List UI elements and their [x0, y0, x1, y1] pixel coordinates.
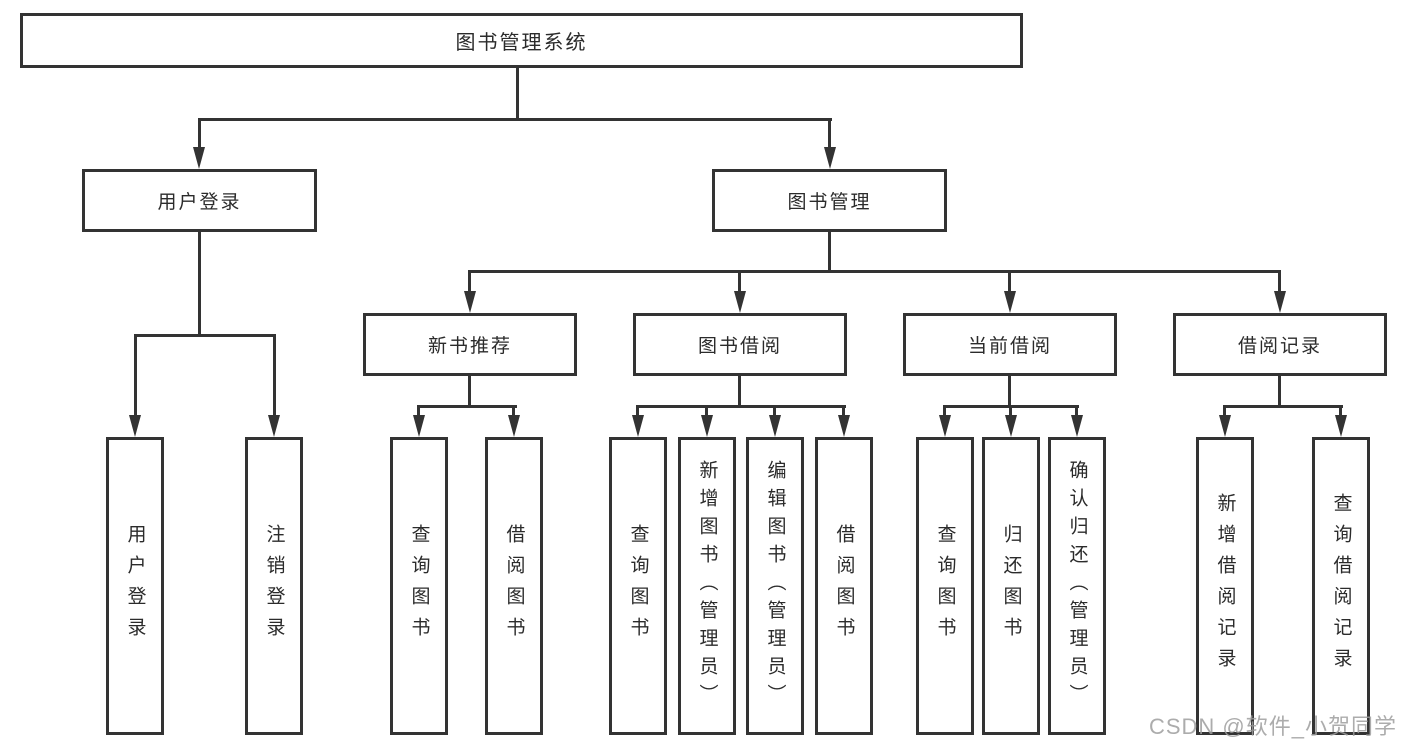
arrowhead-bor-leaf4 [838, 415, 850, 437]
leaf-query-borrow-record-label: 查询借阅记录 [1330, 493, 1352, 679]
connector-mgmt-stub [828, 230, 831, 273]
connector-to-recommend [468, 270, 471, 294]
connector-rec-leaf1 [417, 405, 420, 419]
connector-current-stub [1008, 374, 1011, 408]
leaf-query-books-1-label: 查询图书 [408, 524, 430, 648]
connector-to-book-mgmt [828, 118, 831, 150]
connector-borrow-branch [636, 405, 846, 408]
node-current-borrow-label: 当前借阅 [967, 336, 1052, 357]
leaf-edit-book-admin-label: 编辑图书（管理员） [764, 460, 786, 712]
leaf-add-book-admin: 新增图书（管理员） [678, 437, 736, 735]
leaf-logout-label: 注销登录 [263, 524, 285, 648]
arrowhead-bor-leaf3 [769, 415, 781, 437]
arrowhead-rec-leaf1 [413, 415, 425, 437]
leaf-edit-book-admin: 编辑图书（管理员） [746, 437, 804, 735]
leaf-borrow-books-1: 借阅图书 [485, 437, 543, 735]
connector-mgmt-branch [468, 270, 1281, 273]
node-new-book-recommend-label: 新书推荐 [427, 336, 512, 357]
connector-to-leaf-logout [273, 334, 276, 420]
node-current-borrow: 当前借阅 [903, 313, 1117, 376]
connector-bor-leaf1 [636, 405, 639, 419]
leaf-query-books-2-label: 查询图书 [627, 524, 649, 648]
arrowhead-cur-leaf1 [939, 415, 951, 437]
node-book-borrow-label: 图书借阅 [697, 336, 782, 357]
leaf-add-book-admin-label: 新增图书（管理员） [696, 460, 718, 712]
csdn-watermark: CSDN @软件_小贺同学 [1148, 714, 1397, 739]
arrowhead-leaf-login [129, 415, 141, 437]
connector-rec-leaf2 [512, 405, 515, 419]
connector-cur-leaf2 [1009, 405, 1012, 419]
arrowhead-rec-leaf2 [508, 415, 520, 437]
connector-to-user-login [198, 118, 201, 150]
connector-to-borrow [738, 270, 741, 294]
leaf-query-books-3: 查询图书 [916, 437, 974, 735]
leaf-borrow-books-2-label: 借阅图书 [833, 524, 855, 648]
connector-to-records [1278, 270, 1281, 294]
node-borrow-records: 借阅记录 [1173, 313, 1387, 376]
arrowhead-bor-leaf2 [701, 415, 713, 437]
node-book-borrow: 图书借阅 [633, 313, 847, 376]
arrowhead-recd-leaf1 [1219, 415, 1231, 437]
arrowhead-cur-leaf3 [1071, 415, 1083, 437]
connector-borrow-stub [738, 374, 741, 408]
arrowhead-book-mgmt [824, 147, 836, 169]
connector-cur-leaf1 [943, 405, 946, 419]
node-root-label: 图书管理系统 [455, 32, 588, 54]
leaf-user-login: 用户登录 [106, 437, 164, 735]
connector-recd-leaf2 [1339, 405, 1342, 419]
leaf-return-books-label: 归还图书 [1000, 524, 1022, 648]
leaf-add-borrow-record-label: 新增借阅记录 [1214, 493, 1236, 679]
leaf-query-borrow-record: 查询借阅记录 [1312, 437, 1370, 735]
connector-login-stub [198, 230, 201, 337]
connector-recommend-stub [468, 374, 471, 408]
connector-to-current [1008, 270, 1011, 294]
arrowhead-borrow [734, 291, 746, 313]
node-user-login-label: 用户登录 [157, 192, 242, 213]
leaf-user-login-label: 用户登录 [124, 524, 146, 648]
arrowhead-recd-leaf2 [1335, 415, 1347, 437]
arrowhead-cur-leaf2 [1005, 415, 1017, 437]
leaf-borrow-books-1-label: 借阅图书 [503, 524, 525, 648]
connector-recd-leaf1 [1223, 405, 1226, 419]
connector-bor-leaf3 [773, 405, 776, 419]
connector-bor-leaf4 [842, 405, 845, 419]
arrowhead-user-login [193, 147, 205, 169]
node-book-management-label: 图书管理 [787, 192, 872, 213]
leaf-query-books-3-label: 查询图书 [934, 524, 956, 648]
node-borrow-records-label: 借阅记录 [1237, 336, 1322, 357]
leaf-logout: 注销登录 [245, 437, 303, 735]
connector-bor-leaf2 [705, 405, 708, 419]
node-new-book-recommend: 新书推荐 [363, 313, 577, 376]
arrowhead-leaf-logout [268, 415, 280, 437]
leaf-query-books-2: 查询图书 [609, 437, 667, 735]
connector-records-branch [1223, 405, 1343, 408]
leaf-borrow-books-2: 借阅图书 [815, 437, 873, 735]
connector-to-leaf-login [134, 334, 137, 420]
connector-cur-leaf3 [1075, 405, 1078, 419]
leaf-return-books: 归还图书 [982, 437, 1040, 735]
arrowhead-current [1004, 291, 1016, 313]
connector-root-stub [516, 66, 519, 120]
connector-records-stub [1278, 374, 1281, 408]
connector-recommend-branch [417, 405, 517, 408]
arrowhead-bor-leaf1 [632, 415, 644, 437]
leaf-add-borrow-record: 新增借阅记录 [1196, 437, 1254, 735]
leaf-confirm-return-admin: 确认归还（管理员） [1048, 437, 1106, 735]
leaf-query-books-1: 查询图书 [390, 437, 448, 735]
node-user-login: 用户登录 [82, 169, 317, 232]
connector-root-branch [198, 118, 832, 121]
node-book-management: 图书管理 [712, 169, 947, 232]
connector-login-branch [134, 334, 276, 337]
arrowhead-recommend [464, 291, 476, 313]
node-root-library-system: 图书管理系统 [20, 13, 1023, 68]
leaf-confirm-return-admin-label: 确认归还（管理员） [1066, 460, 1088, 712]
arrowhead-records [1274, 291, 1286, 313]
